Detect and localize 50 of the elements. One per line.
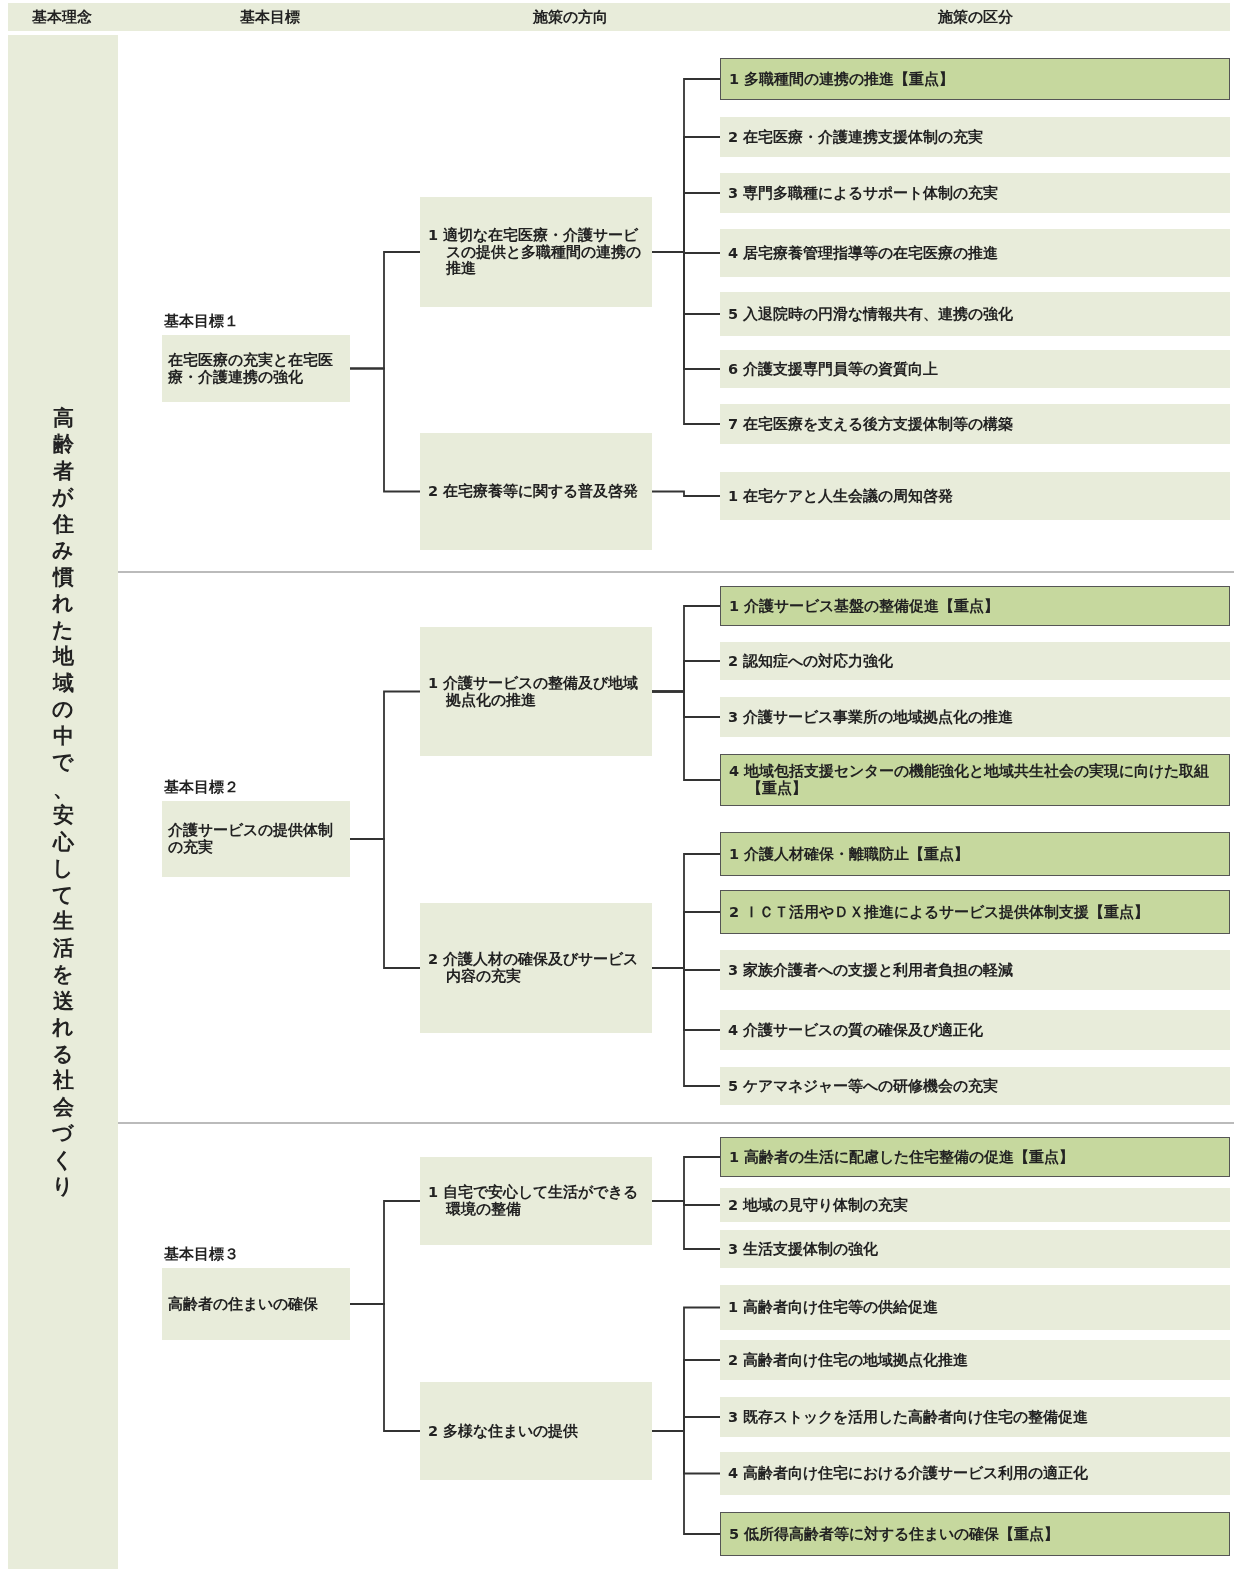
measure-box: 3 専門多職種によるサポート体制の充実 [720, 173, 1230, 213]
direction-box: 1 適切な在宅医療・介護サービスの提供と多職種間の連携の推進 [420, 197, 652, 307]
goal-heading: 基本目標１ [164, 312, 239, 331]
measure-box: 3 家族介護者への支援と利用者負担の軽減 [720, 950, 1230, 990]
measure-box: 3 介護サービス事業所の地域拠点化の推進 [720, 697, 1230, 737]
measure-box: 7 在宅医療を支える後方支援体制等の構築 [720, 404, 1230, 444]
measure-box: 2 高齢者向け住宅の地域拠点化推進 [720, 1340, 1230, 1380]
connector-line [651, 1430, 721, 1535]
measure-box: 1 在宅ケアと人生会議の周知啓発 [720, 472, 1230, 520]
priority-measure-box: 1 介護サービス基盤の整備促進【重点】 [720, 586, 1230, 626]
measure-box: 6 介護支援専門員等の資質向上 [720, 350, 1230, 388]
measure-box: 3 既存ストックを活用した高齢者向け住宅の整備促進 [720, 1397, 1230, 1437]
goal-heading: 基本目標２ [164, 778, 239, 797]
connector-line [349, 367, 421, 493]
connector-line [651, 490, 721, 497]
goal-box: 在宅医療の充実と在宅医療・介護連携の強化 [162, 335, 350, 402]
column-header: 施策の方向 [532, 8, 608, 27]
measure-box: 2 地域の見守り体制の充実 [720, 1188, 1230, 1222]
connector-line [651, 1200, 721, 1250]
priority-measure-box: 1 介護人材確保・離職防止【重点】 [720, 832, 1230, 876]
vertical-text: 高齢者が住み慣れた地域の中で、安心して生活を送れる社会づくり [52, 404, 74, 1200]
direction-box: 2 介護人材の確保及びサービス内容の充実 [420, 903, 652, 1033]
philosophy-band [8, 35, 118, 1569]
connector-line [651, 690, 721, 781]
column-header: 施策の区分 [937, 8, 1013, 27]
direction-box: 1 自宅で安心して生活ができる環境の整備 [420, 1157, 652, 1245]
direction-box: 2 在宅療養等に関する普及啓発 [420, 433, 652, 550]
priority-measure-box: 1 高齢者の生活に配慮した住宅整備の促進【重点】 [720, 1137, 1230, 1177]
direction-box: 2 多様な住まいの提供 [420, 1382, 652, 1480]
priority-measure-box: 4 地域包括支援センターの機能強化と地域共生社会の実現に向けた取組【重点】 [720, 754, 1230, 806]
priority-measure-box: 2 ＩＣＴ活用やＤＸ推進によるサービス提供体制支援【重点】 [720, 890, 1230, 934]
measure-box: 4 介護サービスの質の確保及び適正化 [720, 1010, 1230, 1050]
goal-box: 高齢者の住まいの確保 [162, 1268, 350, 1340]
measure-box: 4 居宅療養管理指導等の在宅医療の推進 [720, 229, 1230, 277]
direction-box: 1 介護サービスの整備及び地域拠点化の推進 [420, 627, 652, 756]
measure-box: 4 高齢者向け住宅における介護サービス利用の適正化 [720, 1452, 1230, 1495]
measure-box: 5 入退院時の円滑な情報共有、連携の強化 [720, 292, 1230, 336]
goal-box: 介護サービスの提供体制の充実 [162, 801, 350, 877]
measure-box: 5 ケアマネジャー等への研修機会の充実 [720, 1067, 1230, 1105]
measure-box: 1 高齢者向け住宅等の供給促進 [720, 1285, 1230, 1330]
measure-box: 2 在宅医療・介護連携支援体制の充実 [720, 117, 1230, 157]
goal-heading: 基本目標３ [164, 1245, 239, 1264]
column-header: 基本理念 [32, 8, 92, 27]
column-header: 基本目標 [240, 8, 300, 27]
priority-measure-box: 1 多職種間の連携の推進【重点】 [720, 58, 1230, 100]
priority-measure-box: 5 低所得高齢者等に対する住まいの確保【重点】 [720, 1512, 1230, 1556]
connector-line [349, 1303, 421, 1432]
measure-box: 2 認知症への対応力強化 [720, 642, 1230, 680]
connector-line [349, 838, 421, 969]
measure-box: 3 生活支援体制の強化 [720, 1230, 1230, 1268]
